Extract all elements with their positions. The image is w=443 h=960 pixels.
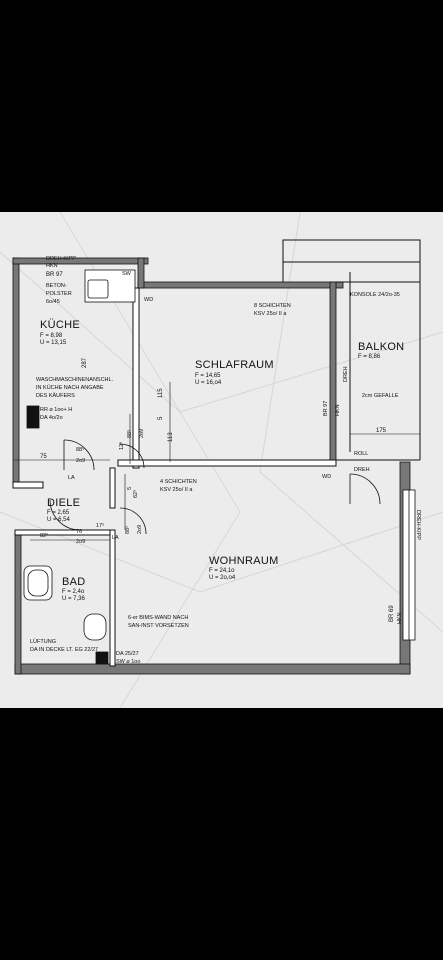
- paper-texture: [0, 212, 443, 708]
- note-beton-3: 6o/45: [46, 299, 60, 305]
- dim-88-5-c: 88⁵: [125, 525, 131, 534]
- dim-62-5: 62⁵: [133, 489, 139, 498]
- fixtures: [23, 269, 136, 665]
- note-la-2: LA: [112, 535, 119, 541]
- note-da-1: DA 4o/2o: [40, 415, 63, 421]
- dim-12-5: 12⁵: [119, 441, 125, 450]
- dim-17-5: 17⁵: [96, 523, 105, 529]
- schlafraum-perimeter: U = 16,o4: [195, 380, 222, 386]
- dim-76: 76: [76, 529, 83, 535]
- note-lueftung-1: LÜFTUNG: [30, 639, 56, 645]
- note-wd-1: WD: [144, 297, 154, 303]
- dim-209-a: 2o9: [139, 428, 145, 438]
- note-bims-1: 6-er BIMS-WAND NACH: [128, 615, 189, 621]
- note-sw-2: SW ⌀ 1oo: [116, 659, 141, 665]
- diele-area: F = 2,65: [47, 510, 70, 516]
- note-roll: ROLL: [354, 451, 369, 457]
- schlafraum-name: SCHLAFRAUM: [195, 359, 274, 371]
- balkon-area: F = 8,86: [358, 354, 381, 360]
- dim-82-5: 82⁵: [40, 533, 49, 539]
- note-br97-top: BR 97: [46, 272, 63, 278]
- wohnraum-area: F = 24,1o: [209, 568, 235, 574]
- dim-209-b: 2o9: [76, 458, 86, 464]
- note-schichten-2b: KSV 25o/ II a: [160, 487, 193, 493]
- bad-area: F = 2,4o: [62, 589, 85, 595]
- note-konsole: KONSOLE 24/2o-35: [350, 292, 400, 298]
- note-br69: BR 69: [389, 605, 395, 622]
- wohnraum-perimeter: U = 2o,o4: [209, 575, 236, 581]
- dim-5: 5: [158, 416, 164, 420]
- bad-name: BAD: [62, 576, 86, 588]
- balkon-outline: [282, 239, 421, 461]
- dim-113: 113: [168, 432, 174, 442]
- diele-perimeter: U = 6,54: [47, 517, 70, 523]
- door-swings: [49, 439, 381, 535]
- note-schichten-2a: 4 SCHICHTEN: [160, 479, 197, 485]
- dim-75: 75: [40, 454, 47, 460]
- right-window: [402, 489, 416, 641]
- kueche-area: F = 8,98: [40, 333, 63, 339]
- dim-209-c: 2o9: [137, 524, 143, 534]
- note-da-2: DA 25/27: [116, 651, 139, 657]
- note-dreh-right: DREH: [343, 366, 349, 382]
- note-rr: RR ⌀ 1oo+ H: [40, 407, 73, 413]
- note-hkn-right: HKN: [335, 404, 341, 416]
- note-dreh-kipp-top: DREH-KIPP: [46, 256, 76, 262]
- note-hkn-top: HKN: [46, 263, 58, 269]
- kueche-perimeter: U = 13,15: [40, 340, 67, 346]
- note-wasch-3: DES KÄUFERS: [36, 393, 75, 399]
- note-wasch-2: IN KÜCHE NACH ANGABE: [36, 385, 104, 391]
- note-sw: SW: [122, 271, 131, 277]
- note-wd-2: WD: [322, 474, 332, 480]
- note-dreh-kipp-right: DREH-KIPP: [415, 510, 421, 540]
- balkon-name: BALKON: [358, 341, 405, 353]
- dim-88-5-b: 88⁵: [76, 447, 85, 453]
- kueche-name: KÜCHE: [40, 319, 81, 331]
- note-wasch-1: WASCHMASCHINENANSCHL.: [36, 377, 114, 383]
- note-gefalle: 2cm GEFALLE: [362, 393, 399, 399]
- note-la-1: LA: [68, 475, 75, 481]
- note-bims-2: SAN-INST VORSETZEN: [128, 623, 189, 629]
- floor-plan-drawing: [0, 212, 443, 708]
- note-beton-1: BETON-: [46, 283, 67, 289]
- bad-perimeter: U = 7,36: [62, 596, 85, 602]
- interior-walls: [12, 287, 337, 667]
- note-schichten-1a: 8 SCHICHTEN: [254, 303, 291, 309]
- note-lueftung-2: DA IN DECKE LT. EG 22/27: [30, 647, 99, 653]
- dim-115: 115: [158, 388, 164, 398]
- dim-287: 287: [82, 357, 88, 368]
- floor-plan: KÜCHE F = 8,98 U = 13,15 SCHLAFRAUM F = …: [0, 212, 443, 708]
- schlafraum-area: F = 14,65: [195, 373, 221, 379]
- dim-88-5-a: 88⁵: [127, 429, 133, 438]
- diele-name: DIELE: [47, 497, 81, 509]
- dim-175: 175: [376, 428, 387, 434]
- note-beton-2: POLSTER: [46, 291, 72, 297]
- wohnraum-name: WOHNRAUM: [209, 555, 279, 567]
- note-br97-right: BR 97: [323, 400, 329, 416]
- note-hkn-right-2: HKN: [397, 612, 403, 624]
- dim-209-d: 2o9: [76, 539, 86, 545]
- note-schichten-1b: KSV 25o/ II a: [254, 311, 287, 317]
- note-dreh-bottom: DREH: [354, 467, 370, 473]
- dimension-lines: [14, 382, 420, 541]
